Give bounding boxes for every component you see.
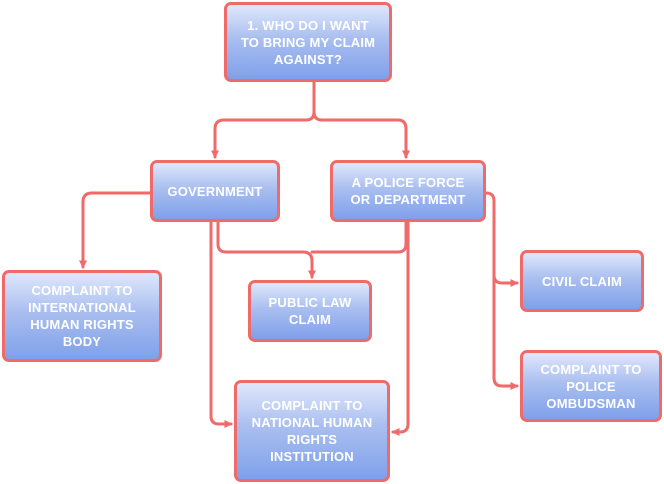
edge-police-to-ombudsman [492,273,519,390]
node-police-ombudsman: COMPLAINT TO POLICE OMBUDSMAN [520,350,662,422]
node-police-force: A POLICE FORCE OR DEPARTMENT [330,160,486,222]
edge-government-to-international [79,191,152,269]
edge-question-to-government [211,80,316,159]
node-who-to-claim-against: 1. WHO DO I WANT TO BRING MY CLAIM AGAIN… [224,2,392,82]
node-government: GOVERNMENT [150,160,280,222]
edge-police-to-nhri [391,220,410,436]
edge-government-to-nhri [209,220,233,428]
edge-government-to-public-law [216,220,316,279]
node-civil-claim: CIVIL CLAIM [520,250,644,312]
node-international-complaint: COMPLAINT TO INTERNATIONAL HUMAN RIGHTS … [2,270,162,362]
edge-police-to-public-law [310,220,408,254]
edge-question-to-police [312,110,410,159]
edge-police-to-civil [484,191,519,287]
node-public-law-claim: PUBLIC LAW CLAIM [248,280,372,342]
node-national-human-rights-institution: COMPLAINT TO NATIONAL HUMAN RIGHTS INSTI… [234,380,390,482]
